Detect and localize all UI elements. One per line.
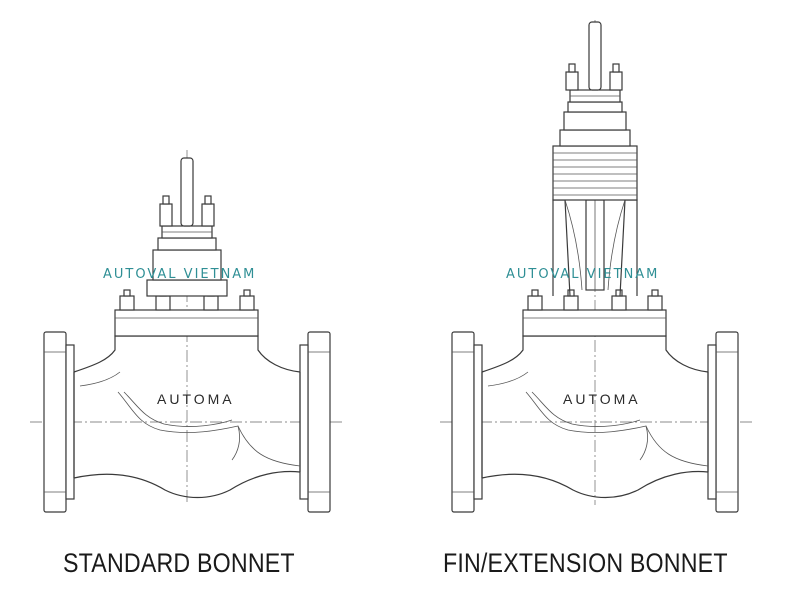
watermark-right: AUTOVAL VIETNAM bbox=[506, 267, 659, 282]
body-marking-left: AUTOMA bbox=[157, 391, 235, 407]
standard-bonnet-caption: STANDARD BONNET bbox=[63, 548, 295, 578]
extension-bonnet-caption: FIN/EXTENSION BONNET bbox=[443, 548, 728, 578]
standard-bonnet-valve bbox=[30, 150, 345, 513]
extension-bonnet-valve bbox=[440, 20, 755, 513]
watermark-left: AUTOVAL VIETNAM bbox=[103, 267, 256, 282]
body-marking-right: AUTOMA bbox=[563, 391, 641, 407]
